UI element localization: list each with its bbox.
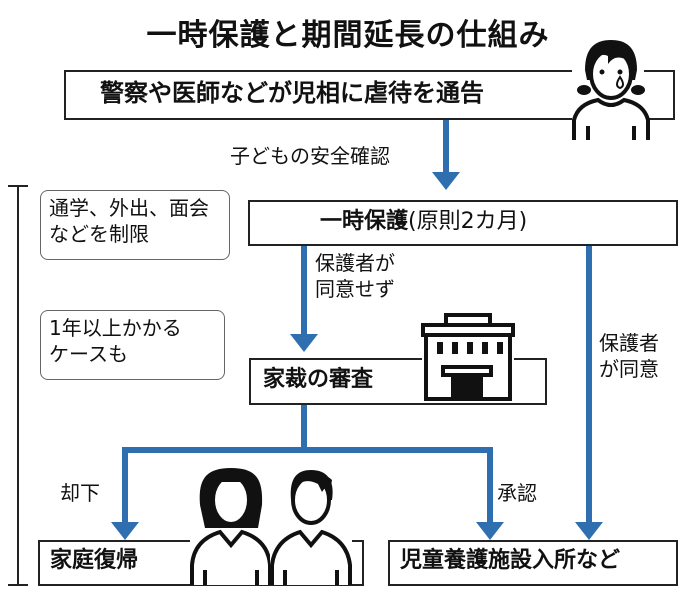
arrow-protection-to-facility bbox=[575, 246, 603, 540]
node-facility-label: 児童養護施設入所など bbox=[400, 548, 621, 573]
guardian-disagree-line1: 保護者が bbox=[315, 251, 395, 275]
callout-restrictions-line1: 通学、外出、面会 bbox=[49, 196, 209, 220]
arrow-report-to-protection bbox=[432, 120, 460, 190]
arrow-protection-to-court bbox=[290, 246, 318, 352]
duration-bracket bbox=[8, 185, 28, 586]
guardian-disagree-line2: 同意せず bbox=[315, 277, 395, 301]
edge-label-guardian-disagree: 保護者が 同意せず bbox=[315, 250, 395, 302]
guardian-agree-line2: が同意 bbox=[599, 357, 659, 381]
guardian-agree-line1: 保護者 bbox=[599, 331, 659, 355]
edge-label-guardian-agree: 保護者 が同意 bbox=[599, 330, 659, 382]
edge-label-rejected: 却下 bbox=[60, 481, 100, 505]
edge-label-approved: 承認 bbox=[497, 481, 537, 505]
page-title: 一時保護と期間延長の仕組み bbox=[146, 18, 550, 53]
arrow-court-branch bbox=[111, 405, 504, 540]
node-return-home-label: 家庭復帰 bbox=[50, 548, 139, 573]
edge-label-safety-check: 子どもの安全確認 bbox=[230, 144, 390, 168]
node-facility bbox=[388, 540, 678, 586]
callout-restrictions-line2: などを制限 bbox=[49, 222, 149, 246]
node-temp-protection bbox=[248, 200, 678, 246]
callout-duration-line1: 1年以上かかる bbox=[49, 316, 182, 340]
node-report-label: 警察や医師などが児相に虐待を通告 bbox=[100, 79, 484, 107]
node-court-review-label: 家裁の審査 bbox=[263, 367, 374, 392]
temp-protection-bold: 一時保護 bbox=[320, 209, 409, 234]
callout-restrictions: 通学、外出、面会 などを制限 bbox=[40, 190, 230, 260]
temp-protection-note: (原則2カ月) bbox=[408, 209, 528, 234]
node-temp-protection-label: 一時保護(原則2カ月) bbox=[320, 209, 527, 235]
callout-duration-line2: ケースも bbox=[49, 342, 128, 366]
callout-duration: 1年以上かかる ケースも bbox=[40, 310, 225, 380]
